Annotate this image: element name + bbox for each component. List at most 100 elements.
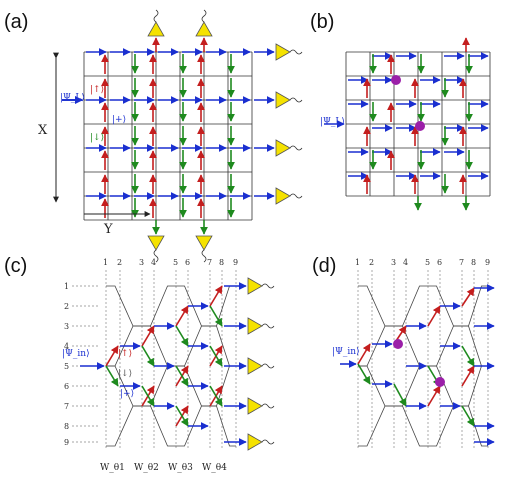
green-arrow: [461, 405, 475, 427]
red-arrow: [141, 325, 155, 347]
red-arrow: [427, 385, 441, 407]
column-number: 4: [151, 258, 156, 267]
detector-icon: [147, 235, 165, 251]
lattice-edge: [428, 365, 462, 407]
defect-marker: [415, 121, 425, 131]
red-arrow: [175, 305, 189, 327]
lattice-edge: [358, 285, 394, 327]
row-number: 2: [64, 302, 69, 311]
detector-wire: [201, 249, 207, 263]
green-arrow: [175, 405, 189, 427]
green-arrow: [105, 365, 119, 387]
lattice-edge: [106, 285, 142, 327]
detector-icon: [195, 235, 213, 251]
lattice-edge: [142, 325, 176, 367]
column-number: 8: [219, 258, 224, 267]
detector-icon: [247, 357, 263, 375]
lattice-edge: [106, 405, 142, 447]
detector-icon: [275, 187, 291, 205]
detector-wire: [261, 323, 275, 329]
panel-a-lattice: [83, 51, 253, 221]
c-state-plus: |+⟩: [120, 389, 134, 399]
detector-wire: [289, 145, 303, 151]
red-arrow: [461, 287, 475, 307]
a-state-down: |↓⟩: [90, 133, 104, 143]
column-number: 7: [459, 258, 464, 267]
panel-b-arrows: [324, 37, 489, 211]
green-arrow: [209, 345, 223, 367]
lattice-edge: [358, 405, 394, 447]
a-state-up: |↑⟩: [90, 85, 104, 95]
column-number: 1: [103, 258, 108, 267]
lattice-edge: [394, 405, 428, 447]
lattice-edge: [462, 365, 488, 407]
panel-b: (b) |Ψ_L⟩: [310, 11, 491, 211]
row-number: 7: [64, 402, 69, 411]
detector-icon: [195, 21, 213, 37]
detector-wire: [201, 9, 207, 23]
b-input-state: |Ψ_L⟩: [320, 117, 345, 127]
lattice-edge: [210, 285, 236, 327]
detector-wire: [153, 249, 159, 263]
panel-d-arrows: [340, 284, 495, 446]
lattice-edge: [394, 365, 428, 407]
detector-wire: [289, 193, 303, 199]
panel-d-label: (d): [312, 255, 336, 277]
column-number: 4: [403, 258, 408, 267]
detector-icon: [275, 139, 291, 157]
theta-label: W_θ3: [168, 463, 193, 473]
a-input-state: |Ψ_L⟩: [60, 93, 85, 103]
detector-icon: [247, 433, 263, 451]
panel-b-label: (b): [310, 11, 334, 33]
detector-wire: [289, 97, 303, 103]
row-number: 1: [64, 282, 69, 291]
green-arrow: [209, 305, 223, 327]
column-number: 6: [185, 258, 190, 267]
row-number: 5: [64, 362, 69, 371]
panel-c-label: (c): [4, 255, 27, 277]
panel-c-lattice: [105, 270, 237, 448]
column-number: 1: [355, 258, 360, 267]
lattice-edge: [462, 325, 488, 367]
detector-icon: [275, 91, 291, 109]
column-number: 5: [173, 258, 178, 267]
column-number: 9: [233, 258, 238, 267]
red-arrow: [209, 285, 223, 307]
panel-c-detectors: [247, 277, 275, 451]
detector-wire: [261, 363, 275, 369]
x-axis-label: X: [38, 123, 48, 138]
detector-icon: [247, 317, 263, 335]
red-arrow: [427, 305, 441, 327]
green-arrow: [393, 383, 407, 407]
defect-marker: [393, 339, 403, 349]
column-number: 6: [437, 258, 442, 267]
row-number: 4: [64, 342, 69, 351]
d-input-state: |Ψ_in⟩: [332, 347, 360, 357]
detector-wire: [261, 403, 275, 409]
theta-label: W_θ4: [202, 463, 227, 473]
defect-marker: [391, 75, 401, 85]
panel-a-arrows: [62, 37, 275, 235]
lattice-edge: [142, 285, 176, 327]
panel-a-detectors: [147, 9, 303, 263]
panel-c-arrows: [80, 282, 247, 446]
c-input-state: |Ψ_in⟩: [62, 349, 90, 359]
detector-wire: [261, 439, 275, 445]
row-number: 8: [64, 422, 69, 431]
c-state-up: |↑⟩: [118, 349, 132, 359]
c-state-down: |↓⟩: [118, 369, 132, 379]
red-arrow: [105, 345, 119, 367]
lattice-edge: [462, 285, 488, 327]
column-number: 7: [207, 258, 212, 267]
defect-marker: [435, 377, 445, 387]
detector-icon: [247, 397, 263, 415]
column-number: 9: [485, 258, 490, 267]
green-arrow: [141, 345, 155, 367]
row-number: 3: [64, 322, 69, 331]
red-arrow: [461, 365, 475, 387]
